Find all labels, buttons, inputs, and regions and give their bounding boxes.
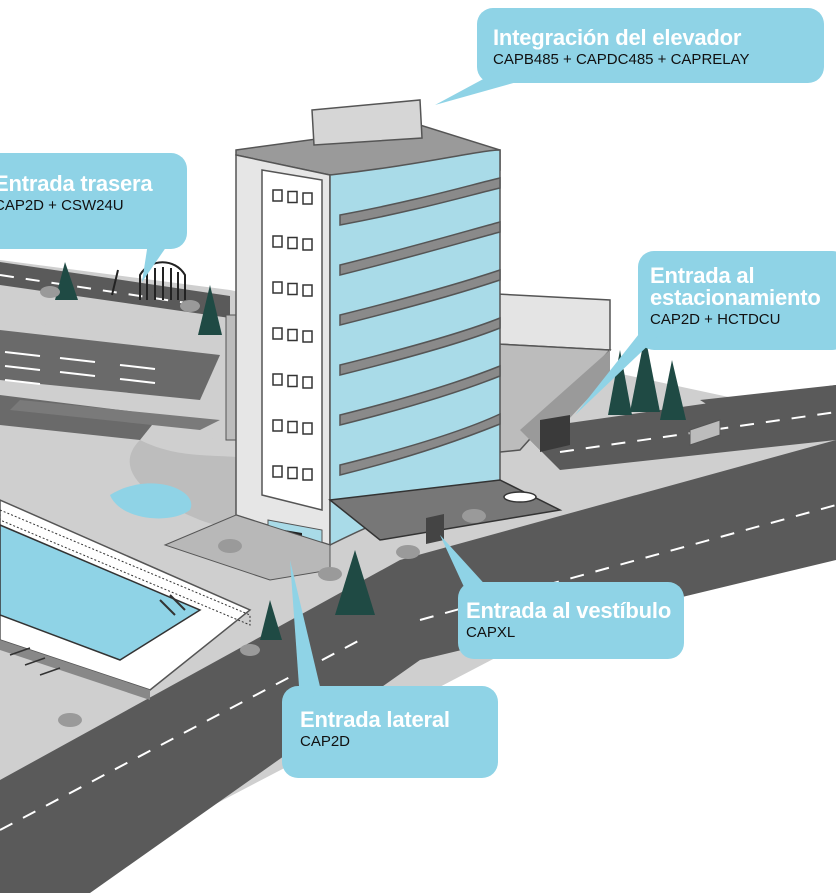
tower-window	[272, 373, 283, 386]
fountain-pond	[110, 483, 192, 519]
swimming-pool	[0, 524, 202, 661]
tower-window	[287, 420, 298, 434]
tower-window	[302, 376, 313, 389]
boundary-wall	[689, 419, 721, 446]
hotel-tower	[163, 99, 563, 581]
pool-area	[0, 499, 252, 700]
tower-window	[287, 374, 298, 388]
tower-window	[302, 330, 313, 343]
tower-window	[287, 328, 298, 342]
tower-window	[287, 466, 298, 480]
tower-window	[272, 189, 283, 202]
tower-window	[302, 284, 313, 297]
tower-window	[302, 468, 313, 481]
tower-window	[302, 238, 313, 251]
tower-window	[287, 190, 298, 204]
parking-lot	[0, 320, 230, 440]
tower-window	[272, 235, 283, 248]
callout-shapes	[0, 8, 836, 778]
tower-window	[302, 192, 313, 205]
tower-windows	[272, 189, 313, 481]
shrubs	[40, 286, 486, 727]
tower-window	[272, 281, 283, 294]
tower-window	[287, 236, 298, 250]
tower-window	[272, 327, 283, 340]
trees	[55, 262, 686, 640]
rear-gate	[111, 261, 186, 300]
tower-window	[272, 465, 283, 478]
elevator-machine-room	[311, 99, 423, 146]
patio-table	[503, 491, 537, 503]
road-network	[0, 262, 836, 893]
tower-window	[272, 419, 283, 432]
tower-window	[302, 422, 313, 435]
tower-window	[287, 282, 298, 296]
